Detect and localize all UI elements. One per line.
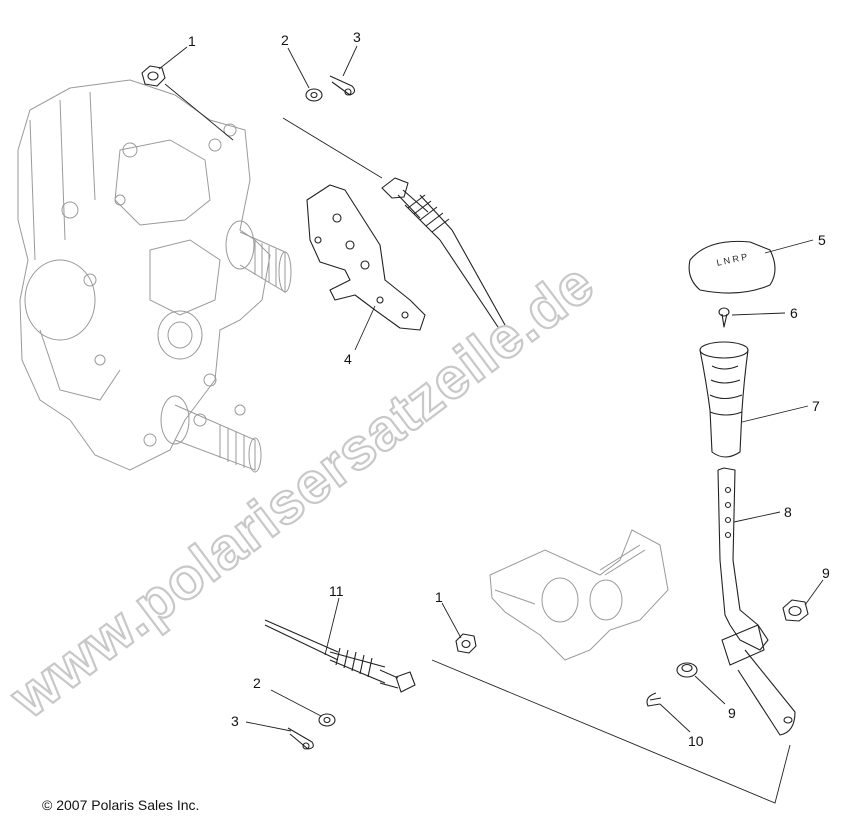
bushing-part-9-upper: [782, 599, 809, 622]
nut-part-1-lower: [455, 633, 477, 654]
callout-2-lower: 2: [253, 675, 261, 691]
callout-11: 11: [329, 583, 344, 599]
washer-part-2-upper: [305, 88, 323, 102]
callout-1-lower: 1: [435, 589, 443, 605]
shift-boot-part-7: [699, 341, 749, 458]
callout-7: 7: [812, 398, 820, 414]
callout-9-upper: 9: [822, 565, 830, 581]
transmission-gearcase: [17, 79, 292, 473]
washer-part-2-lower: [318, 713, 336, 727]
callout-3-upper: 3: [353, 29, 361, 45]
callout-4: 4: [344, 351, 352, 367]
cotter-pin-part-3-upper: [329, 75, 356, 96]
callout-1-upper: 1: [188, 33, 196, 49]
shift-cable-upper: [381, 177, 506, 331]
bushing-part-9-lower: [676, 662, 698, 678]
leader-lines: [158, 45, 824, 804]
callout-10: 10: [688, 733, 704, 749]
callout-9-lower: 9: [728, 705, 736, 721]
callout-labels: 1 2 3 4 5 6 7 8 9 9 10 11 1 2 3: [188, 29, 830, 749]
callout-3-lower: 3: [231, 713, 239, 729]
cotter-pin-part-3-lower: [287, 727, 314, 750]
watermark: www.polarisersatzeile.de: [0, 250, 606, 731]
clip-part-10: [646, 692, 662, 707]
callout-5: 5: [818, 232, 826, 248]
shift-knob-part-5: L N R P: [688, 240, 776, 294]
screw-part-6: [718, 307, 730, 328]
shift-lever-part-8: [717, 467, 796, 736]
copyright-notice: © 2007 Polaris Sales Inc.: [42, 797, 200, 813]
callout-2-upper: 2: [281, 32, 289, 48]
shift-cable-lower: [264, 619, 416, 693]
callout-6: 6: [790, 305, 798, 321]
shifter-bracket-background: [489, 529, 669, 661]
nut-part-1-upper: [141, 65, 166, 87]
callout-8: 8: [784, 504, 792, 520]
shift-knob-letters: L N R P: [716, 252, 749, 268]
bracket-part-4: [306, 184, 426, 331]
